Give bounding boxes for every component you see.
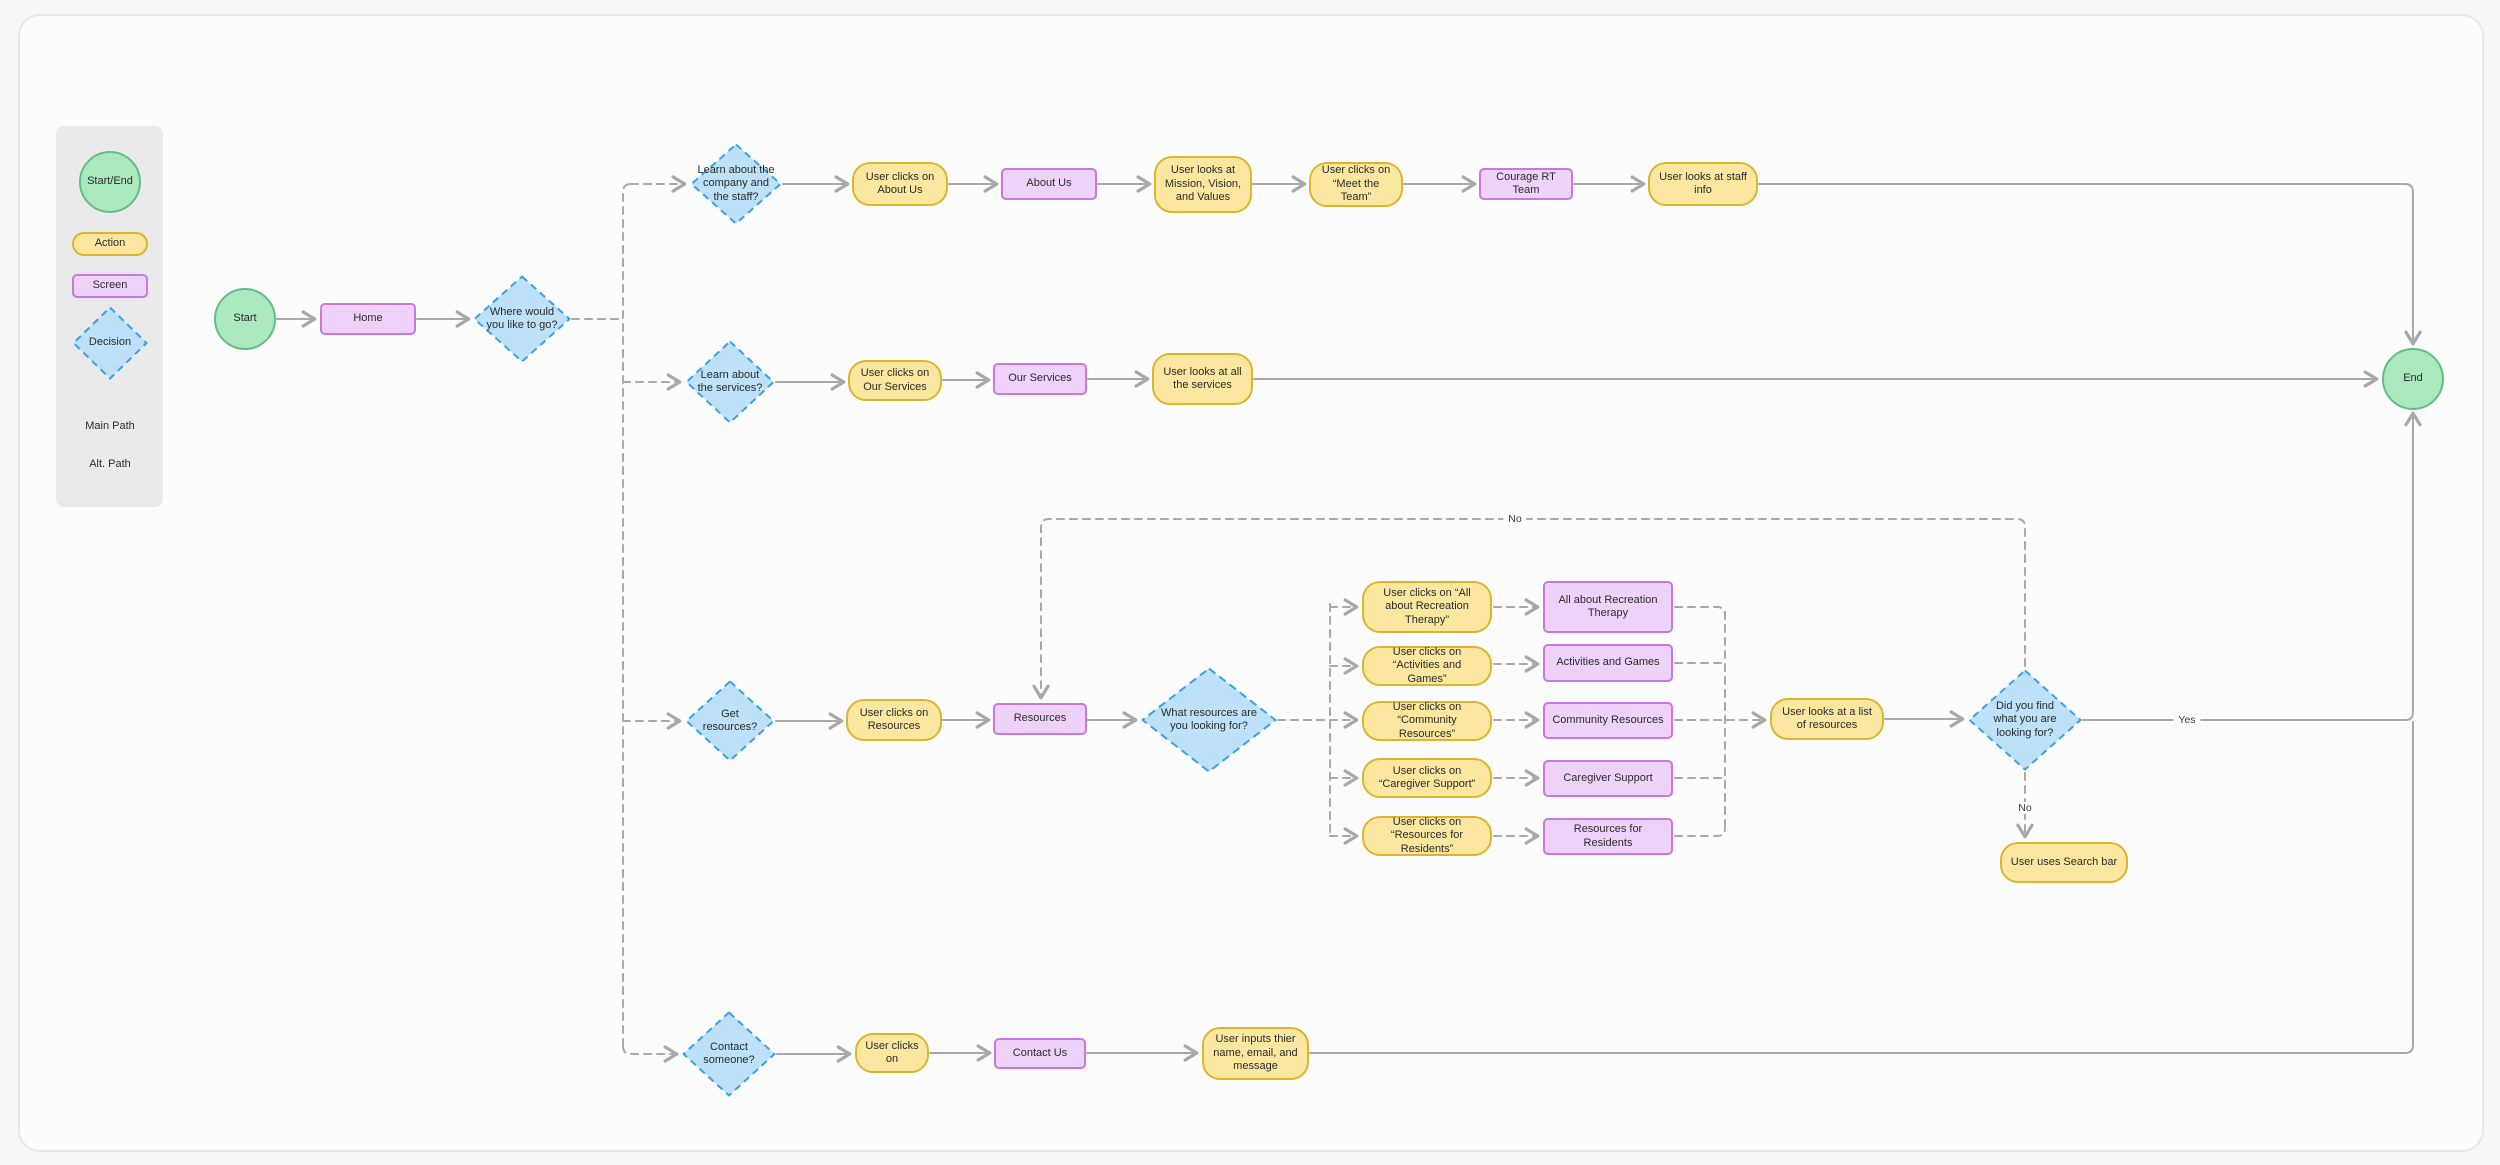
node-home-screen[interactable]: Home: [320, 303, 416, 335]
node-where-decision[interactable]: Where would you like to go?: [473, 275, 571, 363]
node-click-residents-action[interactable]: User clicks on “Resources for Residents”: [1362, 816, 1492, 856]
legend-decision-shape: Decision: [72, 306, 148, 380]
legend-main-path-label: Main Path: [85, 420, 135, 432]
edge-label-no-loop: No: [1503, 513, 1527, 525]
legend-alt-path-label: Alt. Path: [89, 458, 131, 470]
node-games-screen[interactable]: Activities and Games: [1543, 644, 1673, 682]
legend-start-end-label: Start/End: [87, 175, 133, 188]
node-learn-company-label: Learn about the company and the staff?: [697, 163, 775, 203]
legend-start-end-shape: Start/End: [79, 151, 141, 213]
node-mission-label: User looks at Mission, Vision, and Value…: [1164, 164, 1242, 204]
legend-action-shape: Action: [72, 232, 148, 256]
node-contact-label: Contact someone?: [703, 1040, 755, 1066]
node-meet-team-label: User clicks on “Meet the Team”: [1321, 164, 1391, 204]
node-get-resources-decision[interactable]: Get resources?: [685, 680, 775, 762]
node-search-action[interactable]: User uses Search bar: [2000, 842, 2128, 883]
node-residents-screen[interactable]: Resources for Residents: [1543, 818, 1673, 855]
node-click-games-action[interactable]: User clicks on “Activities and Games”: [1362, 646, 1492, 686]
node-click-community-label: User clicks on “Community Resources”: [1392, 700, 1462, 740]
node-found-label: Did you find what you are looking for?: [1993, 699, 2057, 739]
node-list-resources-action[interactable]: User looks at a list of resources: [1770, 698, 1884, 740]
node-end[interactable]: End: [2382, 348, 2444, 410]
node-courage-screen[interactable]: Courage RT Team: [1479, 168, 1573, 200]
node-community-label: Community Resources: [1552, 713, 1664, 726]
node-click-all-rt-action[interactable]: User clicks on “All about Recreation The…: [1362, 581, 1492, 633]
node-residents-label: Resources for Residents: [1573, 823, 1643, 849]
node-staff-info-action[interactable]: User looks at staff info: [1648, 162, 1758, 206]
diamond-shape: [1141, 667, 1277, 773]
node-contact-us-label: Contact Us: [1012, 1046, 1068, 1059]
diamond-shape: [473, 275, 571, 363]
node-start[interactable]: Start: [214, 288, 276, 350]
node-mission-action[interactable]: User looks at Mission, Vision, and Value…: [1154, 156, 1252, 213]
node-list-resources-label: User looks at a list of resources: [1782, 705, 1872, 731]
edge-label-yes: Yes: [2173, 714, 2201, 726]
node-about-us-screen[interactable]: About Us: [1001, 168, 1097, 200]
node-courage-label: Courage RT Team: [1496, 170, 1556, 196]
node-caregiver-screen[interactable]: Caregiver Support: [1543, 760, 1673, 797]
legend-action-label: Action: [94, 237, 126, 250]
node-click-residents-label: User clicks on “Resources for Residents”: [1390, 815, 1464, 855]
node-all-services-label: User looks at all the services: [1163, 365, 1242, 391]
node-games-label: Activities and Games: [1556, 656, 1660, 669]
node-resources-screen[interactable]: Resources: [993, 703, 1087, 735]
node-contact-us-screen[interactable]: Contact Us: [994, 1038, 1086, 1069]
node-click-resources-label: User clicks on Resources: [859, 706, 929, 732]
node-search-label: User uses Search bar: [2010, 855, 2118, 868]
node-click-contact-label: User clicks on: [865, 1039, 919, 1065]
node-community-screen[interactable]: Community Resources: [1543, 702, 1673, 739]
node-caregiver-label: Caregiver Support: [1563, 771, 1653, 784]
node-where-label: Where would you like to go?: [486, 305, 558, 331]
node-click-all-rt-label: User clicks on “All about Recreation The…: [1383, 586, 1471, 626]
legend-decision-label: Decision: [88, 336, 132, 349]
node-click-community-action[interactable]: User clicks on “Community Resources”: [1362, 701, 1492, 741]
node-click-services-action[interactable]: User clicks on Our Services: [848, 360, 942, 401]
node-contact-decision[interactable]: Contact someone?: [682, 1011, 776, 1097]
node-learn-company-decision[interactable]: Learn about the company and the staff?: [690, 143, 782, 225]
node-learn-services-label: Learn about the services?: [697, 368, 763, 394]
node-about-us-label: About Us: [1026, 177, 1072, 190]
node-start-label: Start: [233, 312, 257, 325]
legend-screen-shape: Screen: [72, 274, 148, 298]
edge-label-no-down: No: [2013, 802, 2037, 814]
node-click-caregiver-action[interactable]: User clicks on “Caregiver Support”: [1362, 758, 1492, 798]
node-our-services-label: Our Services: [1008, 372, 1072, 385]
diamond-shape: [685, 680, 775, 762]
node-resources-label: Resources: [1013, 712, 1067, 725]
node-what-resources-label: What resources are you looking for?: [1161, 706, 1257, 732]
node-what-resources-decision[interactable]: What resources are you looking for?: [1141, 667, 1277, 773]
node-end-label: End: [2403, 372, 2423, 385]
diamond-shape: [1968, 669, 2082, 771]
diamond-shape: [685, 340, 775, 424]
node-learn-services-decision[interactable]: Learn about the services?: [685, 340, 775, 424]
node-all-rt-screen[interactable]: All about Recreation Therapy: [1543, 581, 1673, 633]
node-inputs-label: User inputs thier name, email, and messa…: [1213, 1033, 1298, 1073]
node-click-games-label: User clicks on “Activities and Games”: [1392, 645, 1462, 685]
node-click-services-label: User clicks on Our Services: [860, 367, 930, 393]
node-click-resources-action[interactable]: User clicks on Resources: [846, 699, 942, 741]
legend-screen-label: Screen: [92, 279, 128, 292]
node-click-caregiver-label: User clicks on “Caregiver Support”: [1378, 764, 1476, 790]
node-all-services-action[interactable]: User looks at all the services: [1152, 353, 1253, 405]
node-click-about-action[interactable]: User clicks on About Us: [852, 162, 948, 206]
node-all-rt-label: All about Recreation Therapy: [1558, 593, 1658, 619]
node-staff-info-label: User looks at staff info: [1659, 170, 1747, 196]
node-meet-team-action[interactable]: User clicks on “Meet the Team”: [1309, 162, 1403, 207]
diamond-shape: [690, 143, 782, 225]
node-found-decision[interactable]: Did you find what you are looking for?: [1968, 669, 2082, 771]
node-home-label: Home: [353, 312, 383, 325]
diamond-shape: [682, 1011, 776, 1097]
node-inputs-action[interactable]: User inputs thier name, email, and messa…: [1202, 1027, 1309, 1080]
diamond-shape: [72, 306, 148, 380]
node-click-about-label: User clicks on About Us: [865, 170, 935, 196]
node-click-contact-action[interactable]: User clicks on: [855, 1033, 929, 1073]
node-get-resources-label: Get resources?: [702, 707, 758, 733]
node-our-services-screen[interactable]: Our Services: [993, 363, 1087, 395]
